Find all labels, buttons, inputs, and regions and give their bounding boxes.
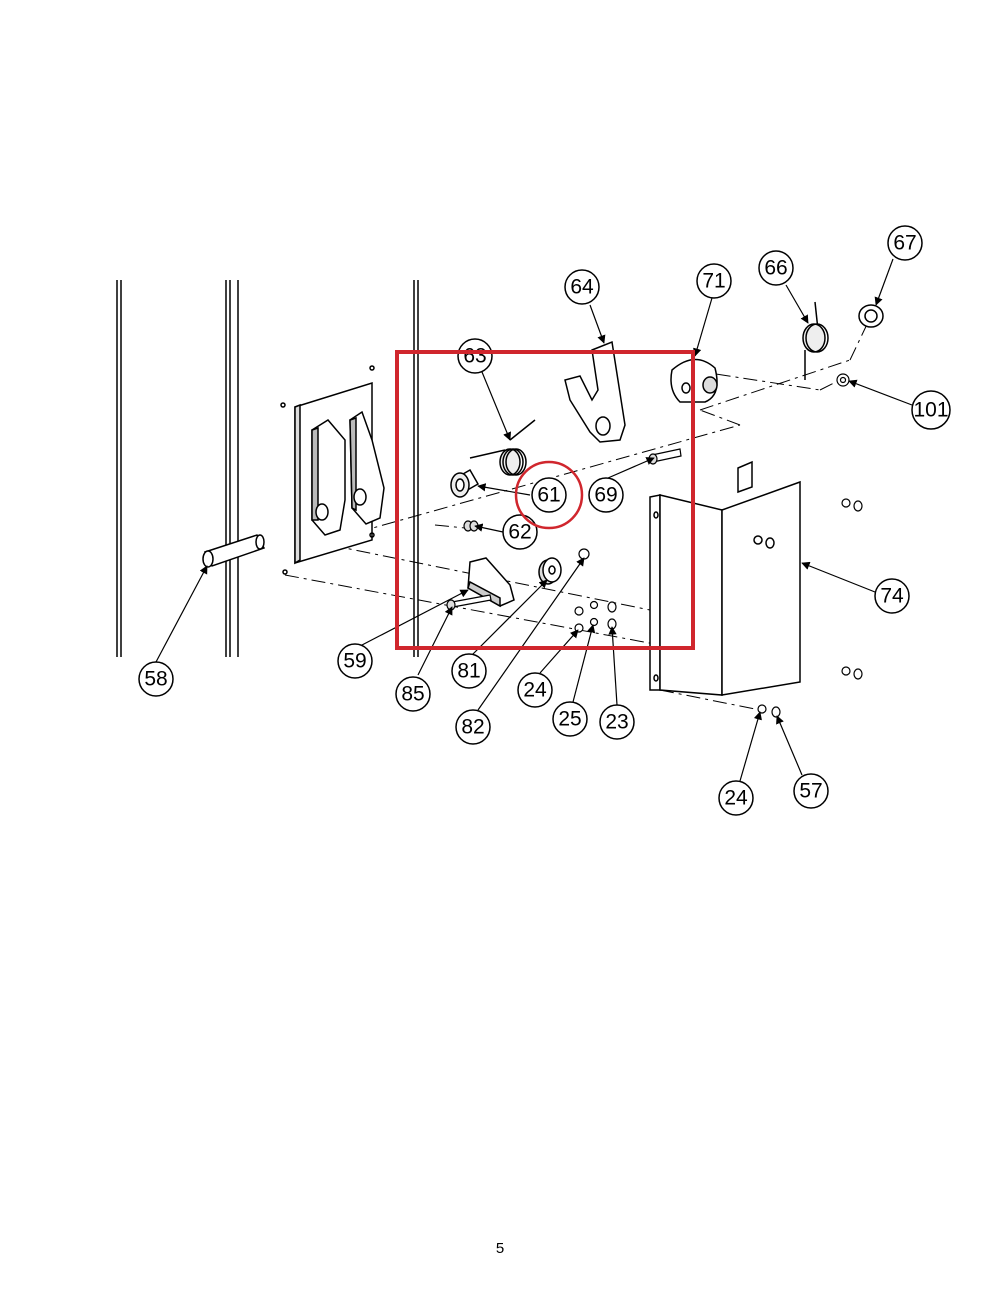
leader-lines (155, 258, 913, 782)
callout-64-label: 64 (570, 276, 594, 299)
callout-24-upper-label: 24 (523, 679, 547, 702)
callout-58: 58 (138, 661, 174, 697)
mounting-plate (280, 365, 385, 575)
fasteners-24-25-23 (574, 600, 617, 633)
part-67-ring (858, 304, 884, 328)
callout-74: 74 (874, 578, 910, 614)
callout-82: 82 (455, 709, 491, 745)
callout-101-label: 101 (913, 399, 948, 422)
callout-62: 62 (502, 514, 538, 550)
callout-59-label: 59 (343, 650, 366, 673)
highlight-circle-61 (514, 460, 584, 530)
callout-61-label: 61 (537, 484, 560, 507)
cover-fasteners (757, 498, 863, 718)
part-61-bushing (450, 468, 480, 498)
part-63-spring (469, 419, 536, 476)
part-74-cover (649, 460, 801, 696)
part-101-nut (836, 373, 850, 387)
callout-71: 71 (696, 263, 732, 299)
callout-24-lower-label: 24 (724, 787, 748, 810)
callout-61: 61 (531, 477, 567, 513)
part-64-lever (564, 340, 626, 443)
callout-67: 67 (887, 225, 923, 261)
callout-57-label: 57 (799, 780, 822, 803)
callout-69-label: 69 (594, 484, 617, 507)
callout-69: 69 (588, 477, 624, 513)
callout-71-label: 71 (702, 270, 725, 293)
page-number: 5 (495, 1240, 505, 1257)
part-82-nut (578, 548, 590, 560)
callout-62-label: 62 (508, 521, 531, 544)
part-81-roller (538, 557, 562, 585)
callout-66-label: 66 (764, 257, 787, 280)
callout-63-label: 63 (463, 345, 486, 368)
callout-67-label: 67 (893, 232, 916, 255)
callout-74-label: 74 (880, 585, 904, 608)
callout-25-label: 25 (558, 708, 581, 731)
callout-24-upper: 24 (517, 672, 553, 708)
frame-uprights (116, 280, 419, 657)
callout-81-label: 81 (457, 660, 480, 683)
callout-57: 57 (793, 773, 829, 809)
callout-64: 64 (564, 269, 600, 305)
callout-23-label: 23 (605, 711, 628, 734)
highlight-box (395, 350, 695, 650)
callout-58-label: 58 (144, 668, 167, 691)
part-69-bolt (648, 448, 682, 465)
callout-85: 85 (395, 676, 431, 712)
callout-59: 59 (337, 643, 373, 679)
callout-82-label: 82 (461, 716, 484, 739)
part-66-spring (802, 301, 829, 380)
callout-81: 81 (451, 653, 487, 689)
callout-63: 63 (457, 338, 493, 374)
callout-85-label: 85 (401, 683, 424, 706)
callout-25: 25 (552, 701, 588, 737)
callout-66: 66 (758, 250, 794, 286)
part-58-pin (202, 534, 266, 568)
callout-23: 23 (599, 704, 635, 740)
callout-24-lower: 24 (718, 780, 754, 816)
callout-101: 101 (911, 390, 951, 430)
